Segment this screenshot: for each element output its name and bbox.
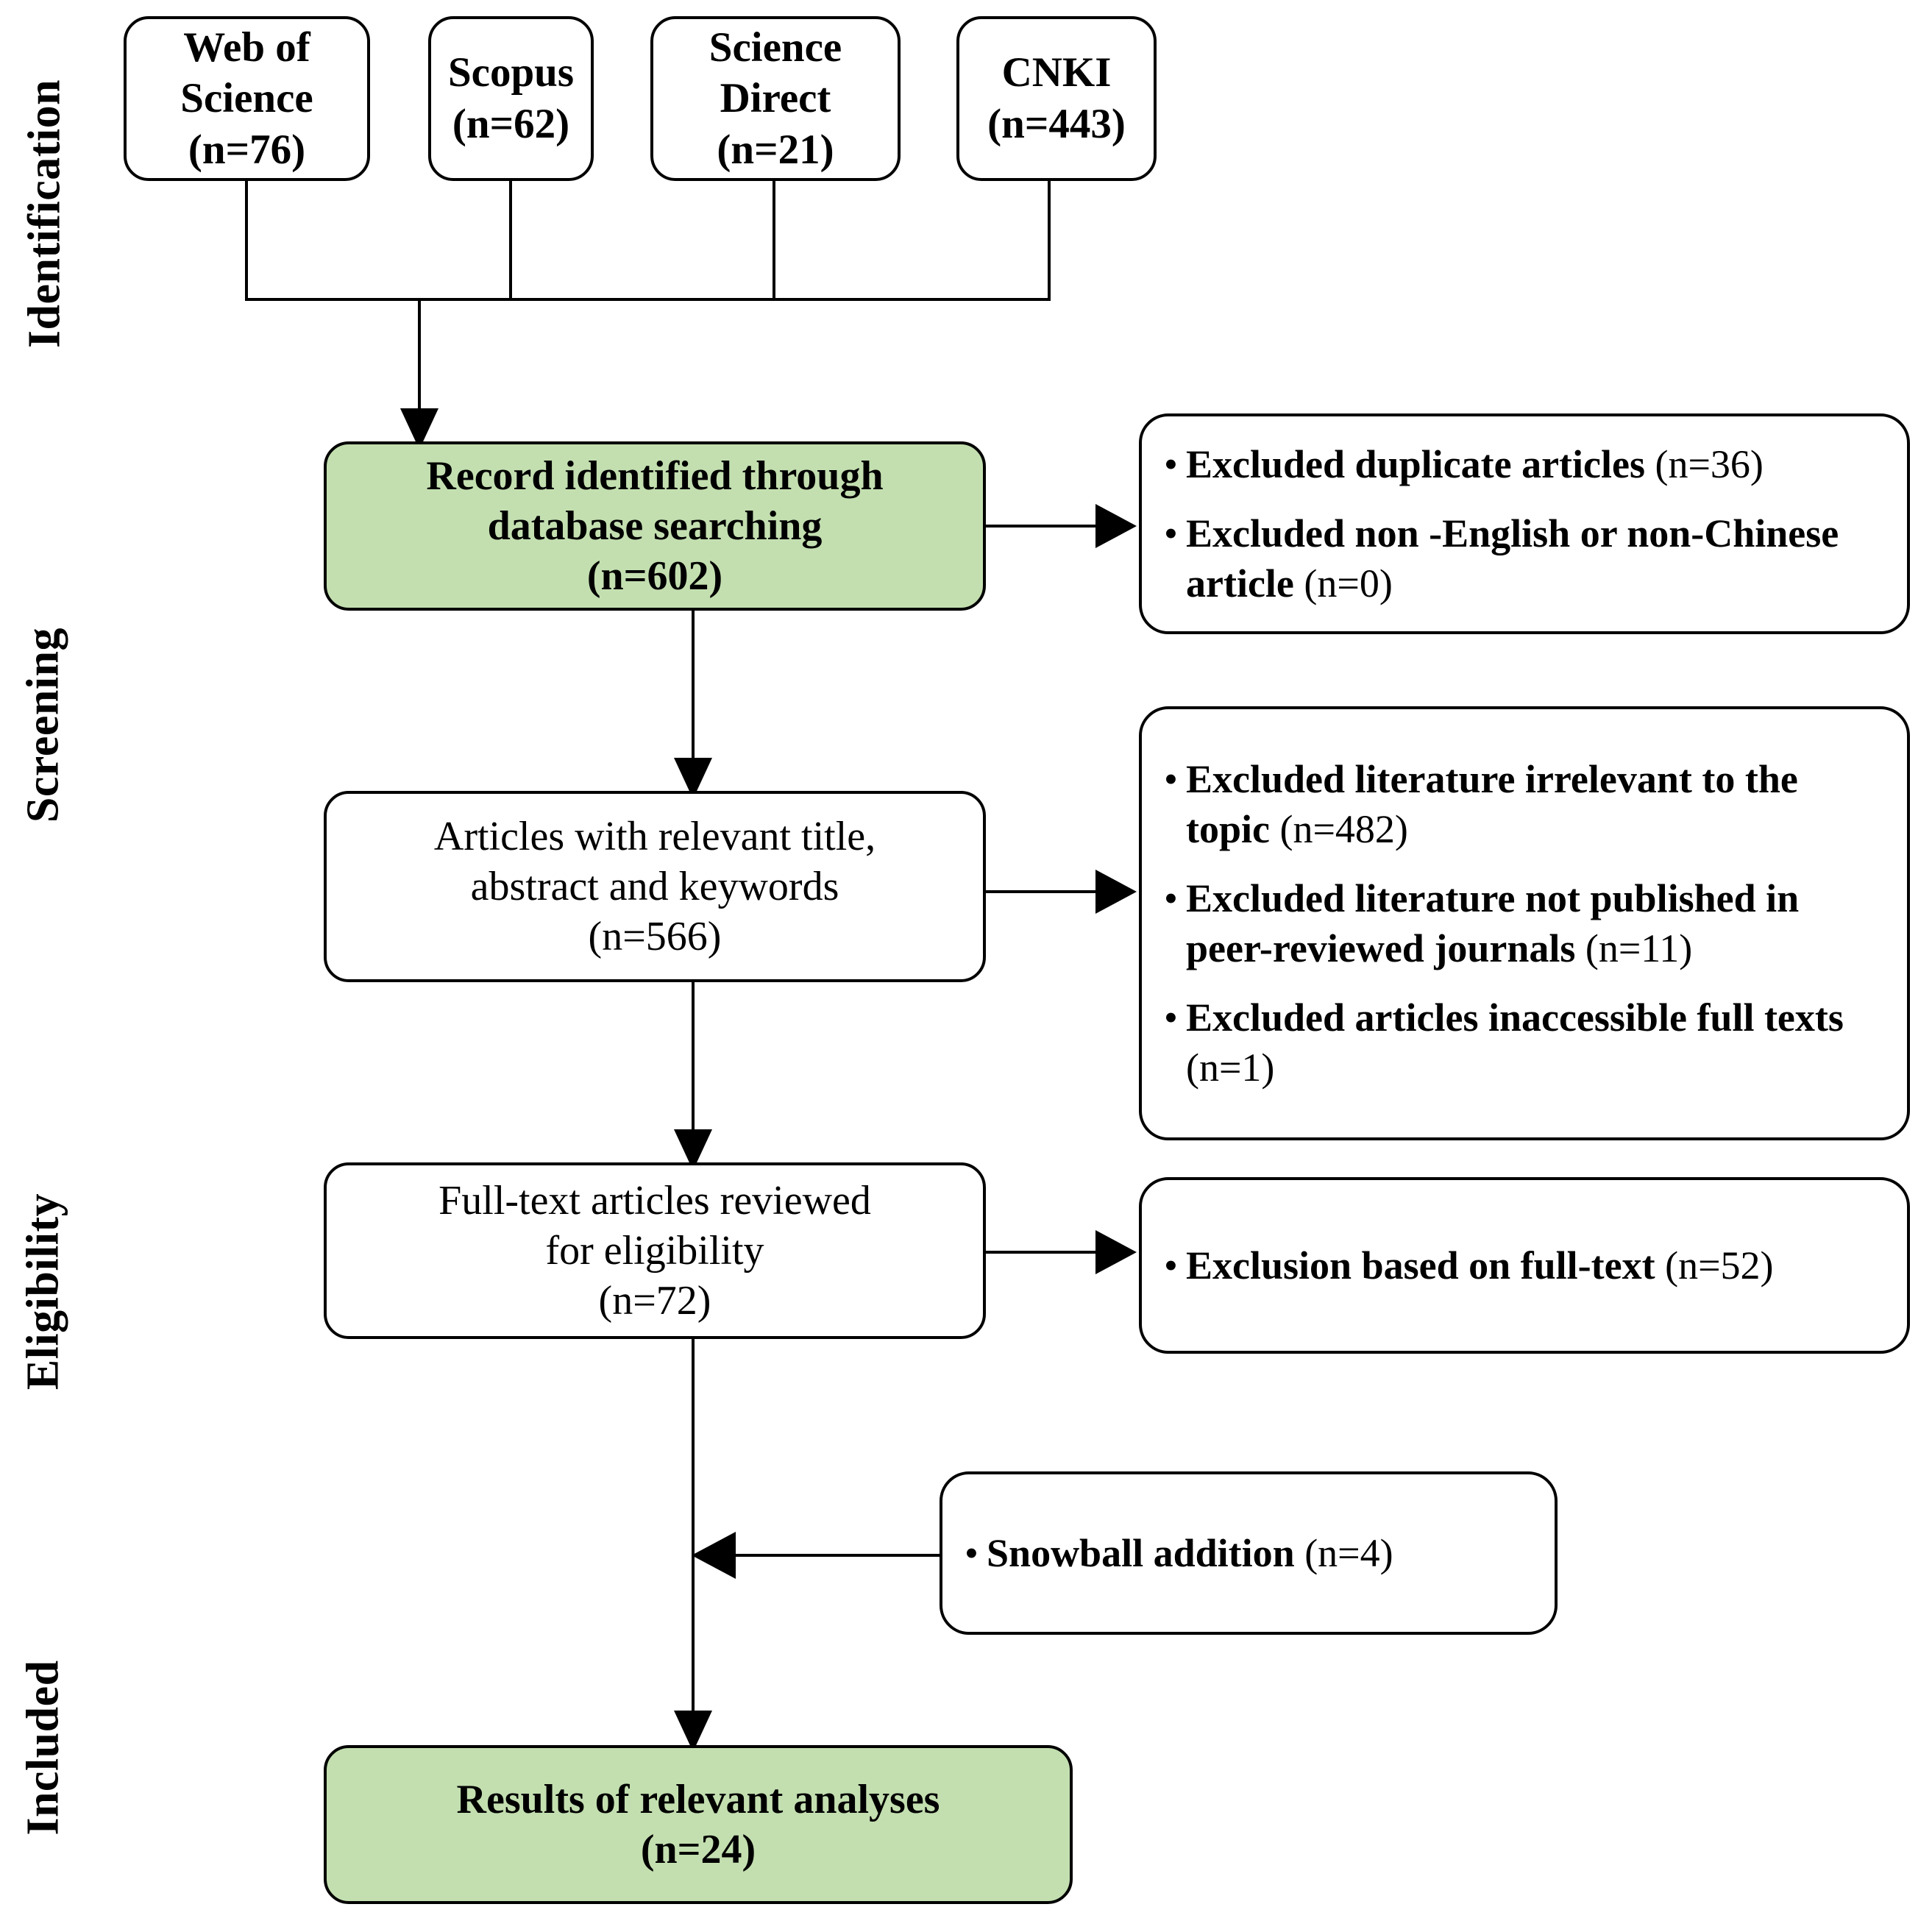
- arrowhead-fulltext-to-results: [674, 1711, 712, 1752]
- stage-label-screening-text: Screening: [18, 627, 68, 823]
- node-count: (n=566): [588, 914, 722, 960]
- source-box-scopus[interactable]: Scopus (n=62): [428, 16, 594, 181]
- node-record-identified[interactable]: Record identified through database searc…: [324, 441, 986, 611]
- bullet-item: • Excluded articles inaccessible full te…: [1164, 992, 1882, 1093]
- node-full-text-reviewed[interactable]: Full-text articles reviewed for eligibil…: [324, 1162, 986, 1339]
- bullet-glyph-icon: •: [1164, 756, 1178, 801]
- bullet-glyph-icon: •: [1164, 441, 1178, 486]
- source-name: Scopus: [447, 49, 575, 96]
- source-box-science-direct[interactable]: Science Direct (n=21): [650, 16, 901, 181]
- node-count: (n=24): [640, 1827, 756, 1872]
- connector-fulltext-to-exclusion: [986, 1251, 1098, 1254]
- connector-record-to-relevant: [692, 611, 695, 769]
- bullet-text: Excluded duplicate articles (n=36): [1186, 441, 1764, 486]
- bullet-text: Excluded non -English or non-Chinese art…: [1186, 511, 1839, 606]
- stage-label-screening: Screening: [18, 589, 70, 862]
- connector-record-to-exclusion: [986, 525, 1098, 528]
- arrowhead-snowball-to-stem: [692, 1532, 736, 1579]
- bullet-item: • Excluded non -English or non-Chinese a…: [1164, 508, 1882, 608]
- connector-relevant-to-exclusion: [986, 890, 1098, 893]
- connector-relevant-to-fulltext: [692, 982, 695, 1140]
- bullet-text: Excluded articles inaccessible full text…: [1186, 995, 1844, 1090]
- bullet-glyph-icon: •: [965, 1530, 979, 1575]
- bullet-glyph-icon: •: [1164, 995, 1178, 1040]
- exclusion-box-duplicates[interactable]: • Excluded duplicate articles (n=36) • E…: [1139, 413, 1910, 634]
- source-name: Web of Science: [180, 24, 313, 122]
- arrowhead-record-to-exclusion: [1095, 504, 1137, 548]
- node-line-1: Articles with relevant title,: [433, 813, 876, 859]
- source-count: (n=443): [987, 101, 1126, 147]
- stage-label-included: Included: [18, 1619, 70, 1877]
- stage-label-included-text: Included: [18, 1660, 68, 1836]
- arrowhead-relevant-to-exclusion: [1095, 870, 1137, 914]
- node-line-1: Results of relevant analyses: [456, 1776, 940, 1822]
- connector-stem-scopus: [509, 181, 512, 299]
- bullet-glyph-icon: •: [1164, 511, 1178, 555]
- node-line-2: for eligibility: [545, 1227, 764, 1274]
- node-relevant-title[interactable]: Articles with relevant title, abstract a…: [324, 791, 986, 982]
- stage-label-eligibility: Eligibility: [18, 1156, 70, 1428]
- bullet-text: Exclusion based on full-text (n=52): [1186, 1243, 1774, 1288]
- node-count: (n=602): [586, 553, 723, 600]
- source-box-web-of-science[interactable]: Web of Science (n=76): [124, 16, 370, 181]
- arrowhead-fulltext-to-exclusion: [1095, 1230, 1137, 1274]
- source-name: Science Direct: [708, 24, 842, 122]
- node-line-2: database searching: [487, 502, 823, 549]
- bullet-glyph-icon: •: [1164, 1243, 1178, 1288]
- stage-label-identification: Identification: [19, 56, 71, 372]
- bullet-item: • Excluded literature irrelevant to the …: [1164, 754, 1882, 854]
- source-name: CNKI: [1001, 49, 1112, 96]
- connector-bus-to-record: [418, 298, 421, 419]
- connector-snowball-to-stem: [736, 1554, 942, 1557]
- bullet-item: • Excluded literature not published in p…: [1164, 873, 1882, 973]
- source-count: (n=21): [717, 126, 834, 173]
- node-results-of-analyses[interactable]: Results of relevant analyses (n=24): [324, 1745, 1073, 1904]
- connector-stem-cnki: [1048, 181, 1051, 299]
- stage-label-eligibility-text: Eligibility: [18, 1193, 68, 1391]
- addition-box-snowball[interactable]: • Snowball addition (n=4): [940, 1471, 1558, 1635]
- node-line-2: abstract and keywords: [470, 863, 839, 909]
- node-line-1: Full-text articles reviewed: [438, 1177, 871, 1224]
- connector-bus-sources: [245, 298, 1051, 301]
- bullet-text: Excluded literature not published in pee…: [1186, 876, 1800, 970]
- connector-stem-science-direct: [773, 181, 775, 299]
- bullet-text: Excluded literature irrelevant to the to…: [1186, 756, 1798, 851]
- bullet-item: • Excluded duplicate articles (n=36): [1164, 439, 1882, 489]
- source-count: (n=62): [452, 101, 570, 147]
- stage-label-identification-text: Identification: [19, 79, 70, 349]
- bullet-text: Snowball addition (n=4): [987, 1530, 1393, 1575]
- source-box-cnki[interactable]: CNKI (n=443): [956, 16, 1157, 181]
- exclusion-box-topic-journals-fulltext[interactable]: • Excluded literature irrelevant to the …: [1139, 706, 1910, 1140]
- connector-fulltext-to-results: [692, 1339, 695, 1722]
- node-line-1: Record identified through: [426, 452, 884, 499]
- bullet-item: • Exclusion based on full-text (n=52): [1164, 1240, 1882, 1290]
- node-count: (n=72): [598, 1278, 711, 1324]
- connector-stem-web-of-science: [245, 181, 248, 299]
- exclusion-box-fulltext[interactable]: • Exclusion based on full-text (n=52): [1139, 1177, 1910, 1354]
- bullet-item: • Snowball addition (n=4): [965, 1528, 1530, 1578]
- source-count: (n=76): [188, 126, 306, 173]
- bullet-glyph-icon: •: [1164, 876, 1178, 920]
